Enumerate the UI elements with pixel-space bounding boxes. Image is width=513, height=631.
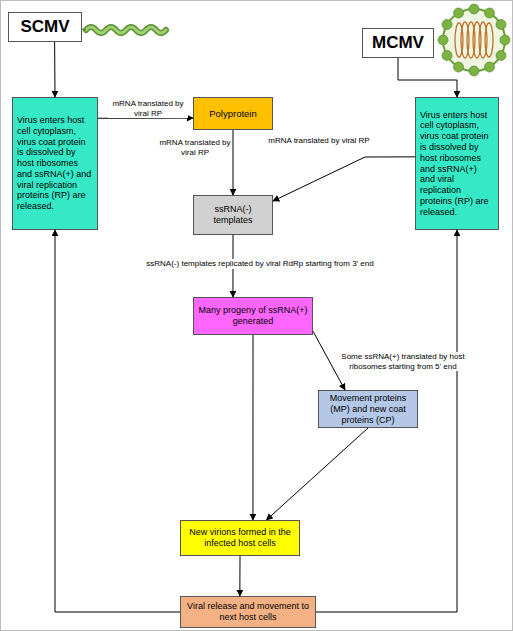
flow-arrow	[273, 157, 415, 201]
box-text: Movement proteins (MP) and new coat prot…	[323, 393, 413, 426]
flow-arrow	[316, 230, 457, 612]
virus-name-box: MCMV	[362, 28, 434, 58]
process-box: Polyprotein	[193, 97, 273, 130]
mcmv-virus-illustration	[438, 4, 510, 76]
flow-arrow	[239, 556, 240, 596]
box-text: New virions formed in the infected host …	[185, 527, 295, 549]
flow-arrow	[233, 130, 234, 195]
edge-label: mRNA translated by viral RP	[108, 99, 188, 118]
virus-name-box: SCMV	[8, 12, 82, 42]
box-text: Polyprotein	[198, 108, 268, 119]
process-box: Movement proteins (MP) and new coat prot…	[318, 390, 418, 428]
edge-label: mRNA translated by viral RP	[159, 138, 231, 157]
process-box: Virus enters host cell cytoplasm, virus …	[12, 97, 98, 230]
process-box: Many progeny of ssRNA(+) generated	[193, 297, 313, 335]
flow-arrow	[54, 42, 55, 97]
process-box: Virus enters host cell cytoplasm, virus …	[415, 97, 499, 230]
flow-arrow	[252, 335, 253, 520]
process-box: Viral release and movement to next host …	[180, 596, 316, 628]
flow-arrow	[398, 58, 457, 97]
box-text: Virus enters host cell cytoplasm, virus …	[17, 115, 93, 212]
edge-label: Some ssRNA(+) translated by host ribosom…	[338, 352, 468, 371]
process-box: ssRNA(-) templates	[193, 195, 273, 235]
edge-label: mRNA translated by viral RP	[268, 136, 370, 146]
box-text: Many progeny of ssRNA(+) generated	[198, 305, 308, 327]
flow-arrow	[55, 230, 180, 612]
flow-arrow	[266, 428, 368, 520]
process-box: New virions formed in the infected host …	[180, 520, 300, 556]
scmv-virus-illustration	[80, 27, 166, 33]
edge-label: ssRNA(-) templates replicated by viral R…	[106, 259, 414, 269]
box-text: Virus enters host cell cytoplasm, virus …	[420, 110, 494, 218]
box-text: ssRNA(-) templates	[198, 204, 268, 226]
virus-name: MCMV	[367, 33, 429, 53]
box-text: Viral release and movement to next host …	[185, 601, 311, 623]
virus-name: SCMV	[13, 17, 77, 37]
